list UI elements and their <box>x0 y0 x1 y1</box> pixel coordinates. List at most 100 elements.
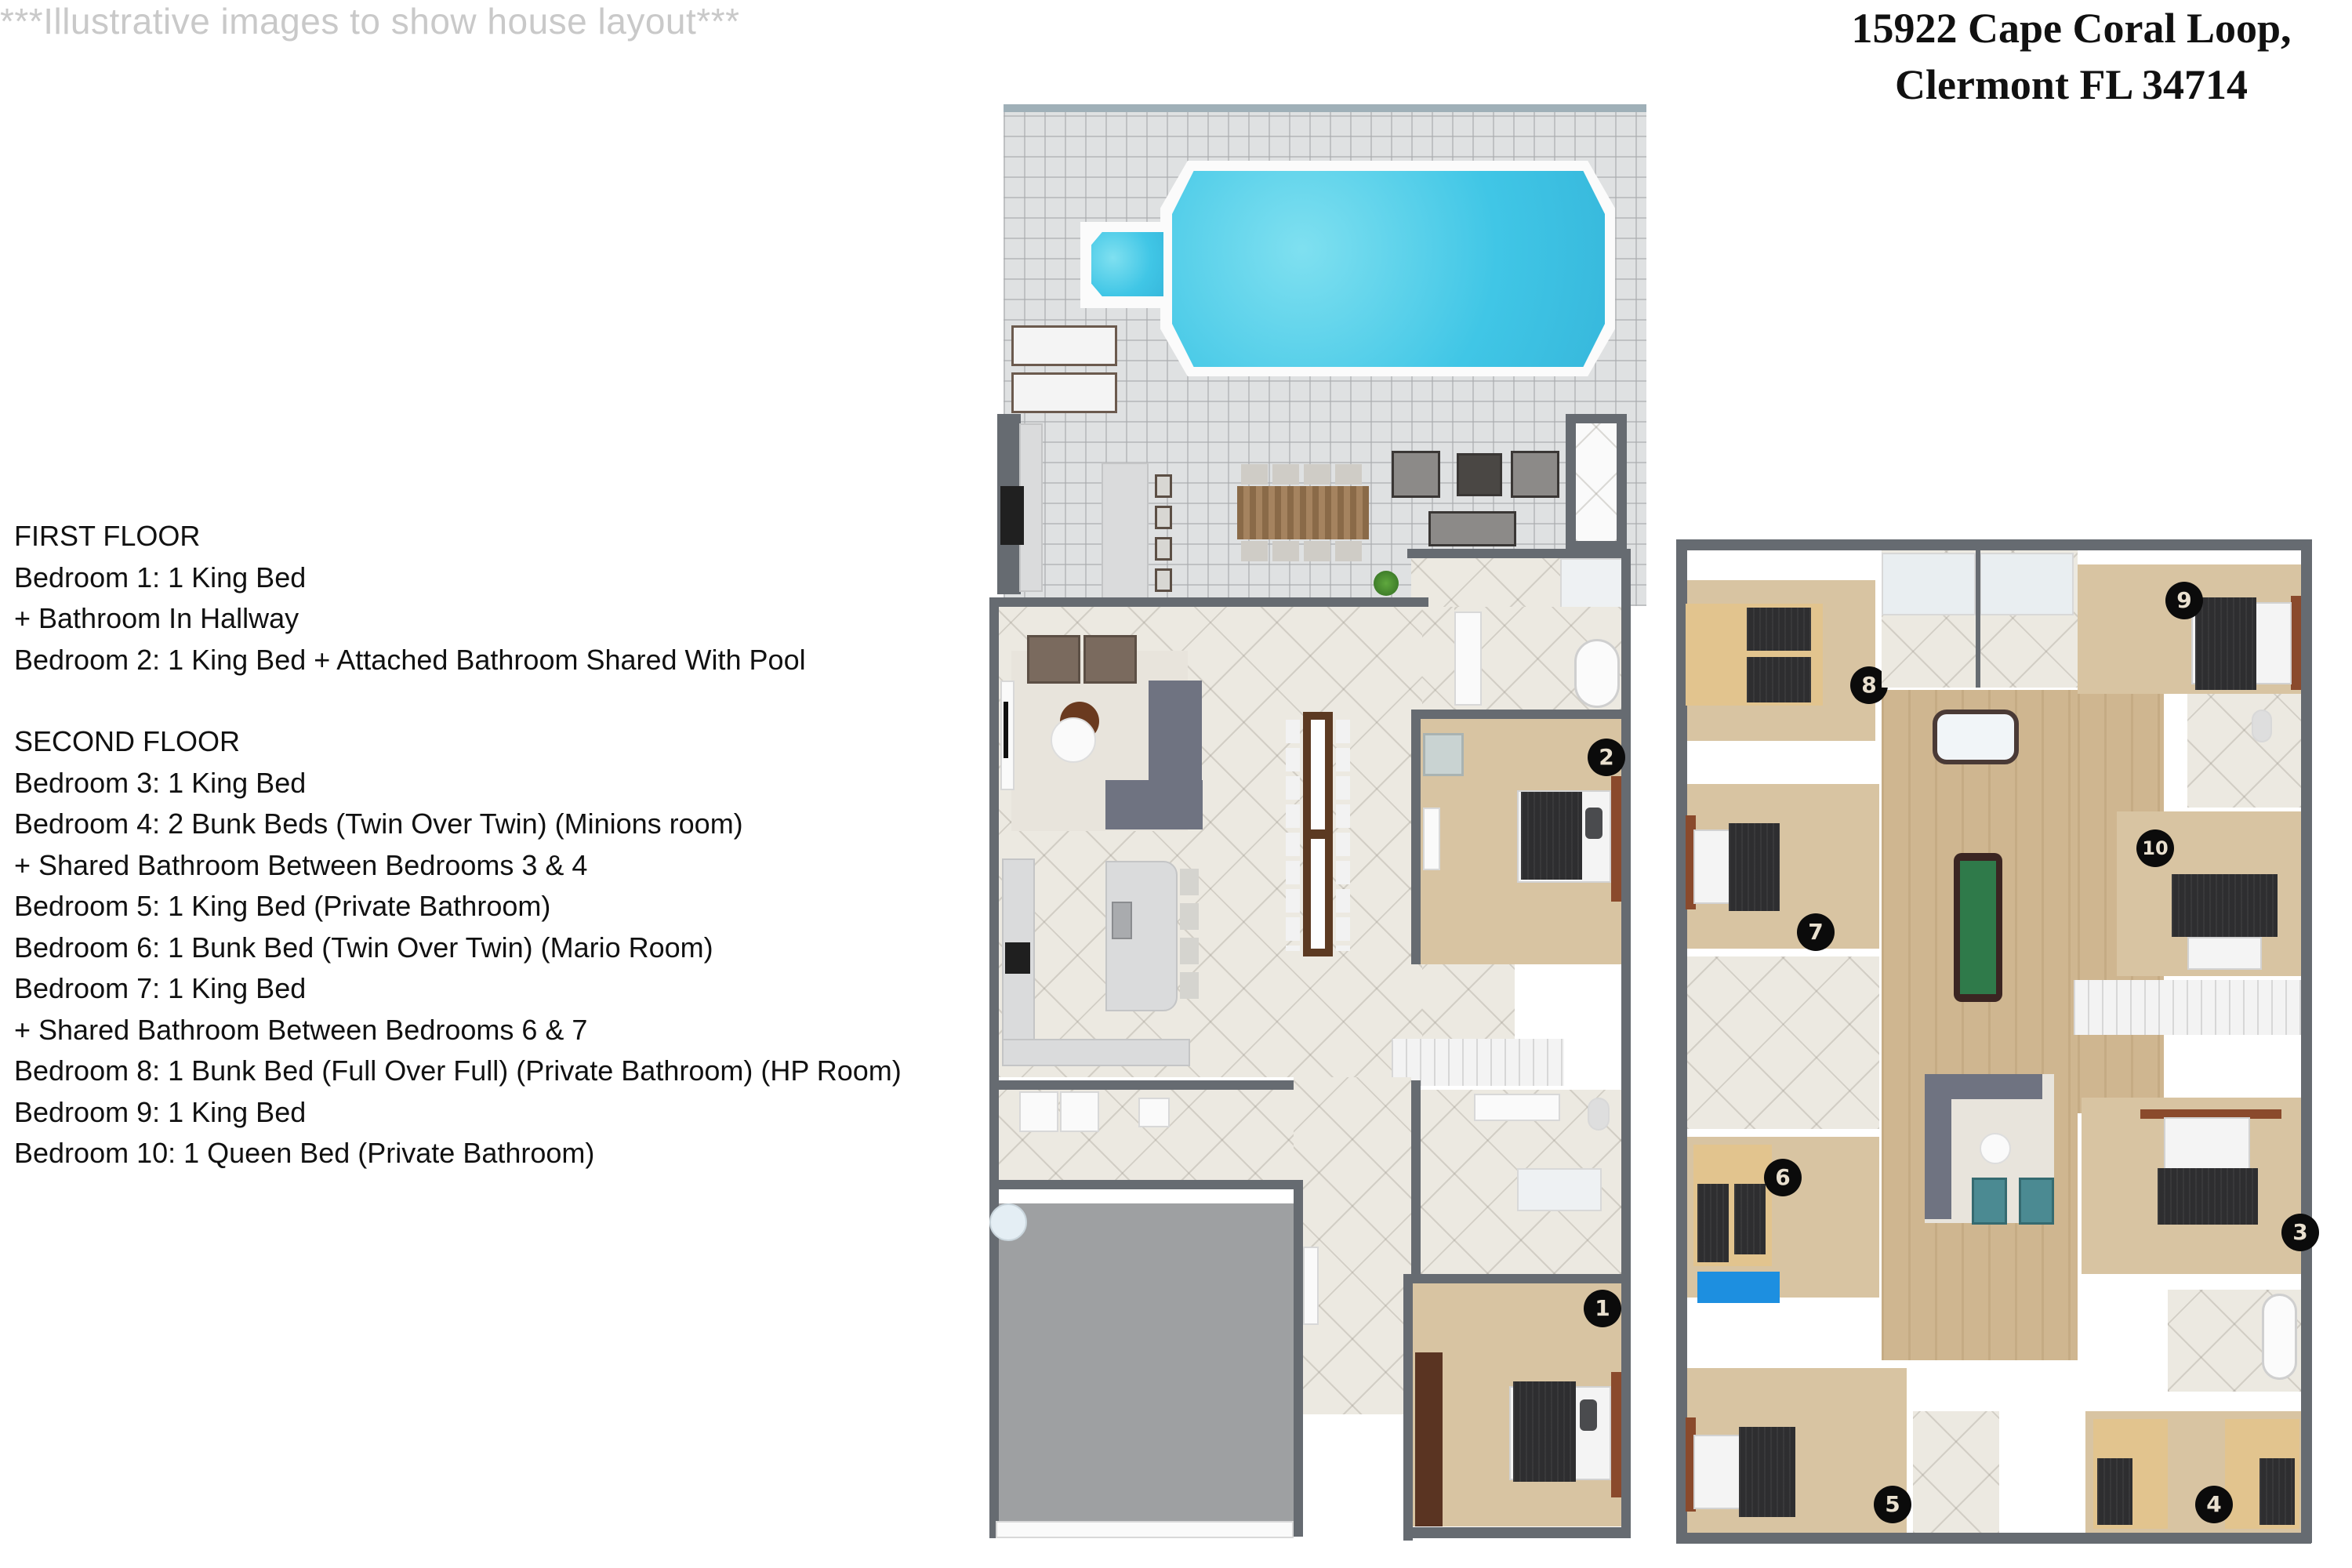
shower <box>1882 553 1976 615</box>
stairs <box>1392 1039 1564 1086</box>
outdoor-dining-table <box>1237 486 1369 539</box>
legend-line: + Shared Bathroom Between Bedrooms 6 & 7 <box>14 1013 588 1046</box>
vanity <box>1454 612 1482 706</box>
grill-icon <box>1000 486 1024 545</box>
bedroom-2-wall <box>1411 710 1627 719</box>
bedroom-9-duvet <box>2195 597 2256 690</box>
bedroom-5-headboard <box>1686 1417 1696 1512</box>
bedroom-1-wall <box>1411 1274 1627 1283</box>
patio-armchair <box>1392 451 1440 498</box>
bedroom-1-badge: 1 <box>1584 1290 1621 1327</box>
pool <box>1172 171 1605 367</box>
hall-console <box>1303 1247 1319 1325</box>
bunk-mattress <box>2259 1458 2295 1525</box>
bedroom-10-duvet <box>2172 874 2278 937</box>
bedroom-5-duvet <box>1739 1427 1795 1517</box>
legend-line: Bedroom 7: 1 King Bed <box>14 972 307 1004</box>
island-stools <box>1180 869 1199 1002</box>
bedroom-7-badge: 7 <box>1797 913 1835 951</box>
toilet <box>1588 1098 1610 1131</box>
property-address: 15922 Cape Coral Loop, Clermont FL 34714 <box>1820 0 2322 113</box>
pillow <box>1585 808 1602 839</box>
bedroom-10-bath <box>2187 694 2301 808</box>
exterior-wall-top <box>989 597 1428 607</box>
bedroom-10-bed <box>2187 937 2262 970</box>
exterior-wall-bottom <box>1403 1527 1631 1538</box>
bedroom-3-headboard <box>2140 1109 2281 1119</box>
bedroom-5-badge: 5 <box>1874 1486 1911 1523</box>
game-loft <box>1882 690 2078 1360</box>
bedroom-1-headboard <box>1611 1372 1621 1497</box>
exterior-wall-top <box>1676 539 2311 550</box>
bedroom-2-dresser <box>1423 808 1440 870</box>
toilet <box>2252 710 2272 742</box>
bedroom-7-duvet <box>1729 823 1780 911</box>
living-armchair <box>1027 635 1080 684</box>
dining-chairs-left <box>1286 720 1300 951</box>
hall-bath-wall <box>1411 1080 1421 1276</box>
bedroom-2-headboard <box>1611 776 1621 902</box>
bunk-mattress <box>2097 1458 2132 1525</box>
bedroom-9-badge: 9 <box>2165 582 2203 619</box>
utility-sink <box>1138 1098 1170 1127</box>
bedroom-3-badge: 3 <box>2281 1214 2319 1251</box>
legend-line: Bedroom 9: 1 King Bed <box>14 1095 307 1128</box>
bunk-mattress <box>1734 1184 1766 1254</box>
bedroom-2-wall <box>1411 710 1421 964</box>
hall-vanity <box>1474 1094 1560 1121</box>
first-floor-heading: FIRST FLOOR <box>14 520 201 552</box>
sectional-sofa <box>1105 780 1203 829</box>
pool-bath-wall <box>1407 549 1627 558</box>
address-line-1: 15922 Cape Coral Loop, <box>1851 5 2292 52</box>
bedroom-1-duvet <box>1513 1381 1576 1482</box>
exterior-wall-left <box>1676 539 1687 1543</box>
dining-chairs-right <box>1336 720 1350 951</box>
shower <box>1980 553 2074 615</box>
address-line-2: Clermont FL 34714 <box>1895 61 2248 108</box>
pool-table-felt <box>1960 861 1996 994</box>
air-hockey-table <box>1933 710 2019 764</box>
pool-lounger <box>1011 325 1117 366</box>
bedroom-6-7-bath <box>1687 956 1879 1129</box>
bedroom-5-bath <box>1913 1411 1999 1533</box>
side-table <box>1051 717 1096 763</box>
bedroom-1-dresser <box>1415 1352 1443 1526</box>
second-floor-heading: SECOND FLOOR <box>14 725 241 757</box>
outdoor-bar-counter <box>1102 463 1149 615</box>
washer <box>1019 1091 1058 1132</box>
legend-line: Bedroom 6: 1 Bunk Bed (Twin Over Twin) (… <box>14 931 713 964</box>
cooktop-icon <box>1005 942 1030 974</box>
loft-sectional <box>1925 1074 1951 1219</box>
garage-wall <box>989 1180 1303 1189</box>
legend-line: Bedroom 4: 2 Bunk Beds (Twin Over Twin) … <box>14 808 743 840</box>
tv-icon <box>1004 702 1008 758</box>
bath-divider <box>1976 550 1980 688</box>
bedroom-1-wall <box>1403 1274 1413 1541</box>
loft-armchair <box>2019 1178 2054 1225</box>
bunk-mattress <box>1697 1184 1729 1262</box>
toy-slide <box>1697 1272 1780 1303</box>
outdoor-dining-chairs <box>1241 464 1367 485</box>
table-runner <box>1311 720 1325 829</box>
bedroom-4-badge: 4 <box>2195 1486 2233 1523</box>
exterior-wall-bottom <box>1676 1533 2311 1544</box>
bar-stool <box>1155 506 1172 529</box>
pillow <box>1580 1399 1597 1431</box>
bedroom-2-duvet <box>1521 792 1582 880</box>
pool-lounger <box>1011 372 1117 413</box>
exterior-wall-right <box>2301 539 2312 1543</box>
living-armchair <box>1083 635 1137 684</box>
dryer <box>1060 1091 1099 1132</box>
patio-table <box>1457 453 1502 496</box>
loft-coffee-table <box>1980 1133 2011 1164</box>
loft-armchair <box>1972 1178 2007 1225</box>
legend-line: Bedroom 2: 1 King Bed + Attached Bathroo… <box>14 643 806 676</box>
kitchen-counter-return <box>1002 1039 1190 1066</box>
legend-line: Bedroom 8: 1 Bunk Bed (Full Over Full) (… <box>14 1054 902 1087</box>
spa <box>1091 232 1163 296</box>
bar-stool <box>1155 474 1172 498</box>
legend-line: Bedroom 1: 1 King Bed <box>14 561 307 593</box>
bedroom-2-badge: 2 <box>1588 739 1625 776</box>
